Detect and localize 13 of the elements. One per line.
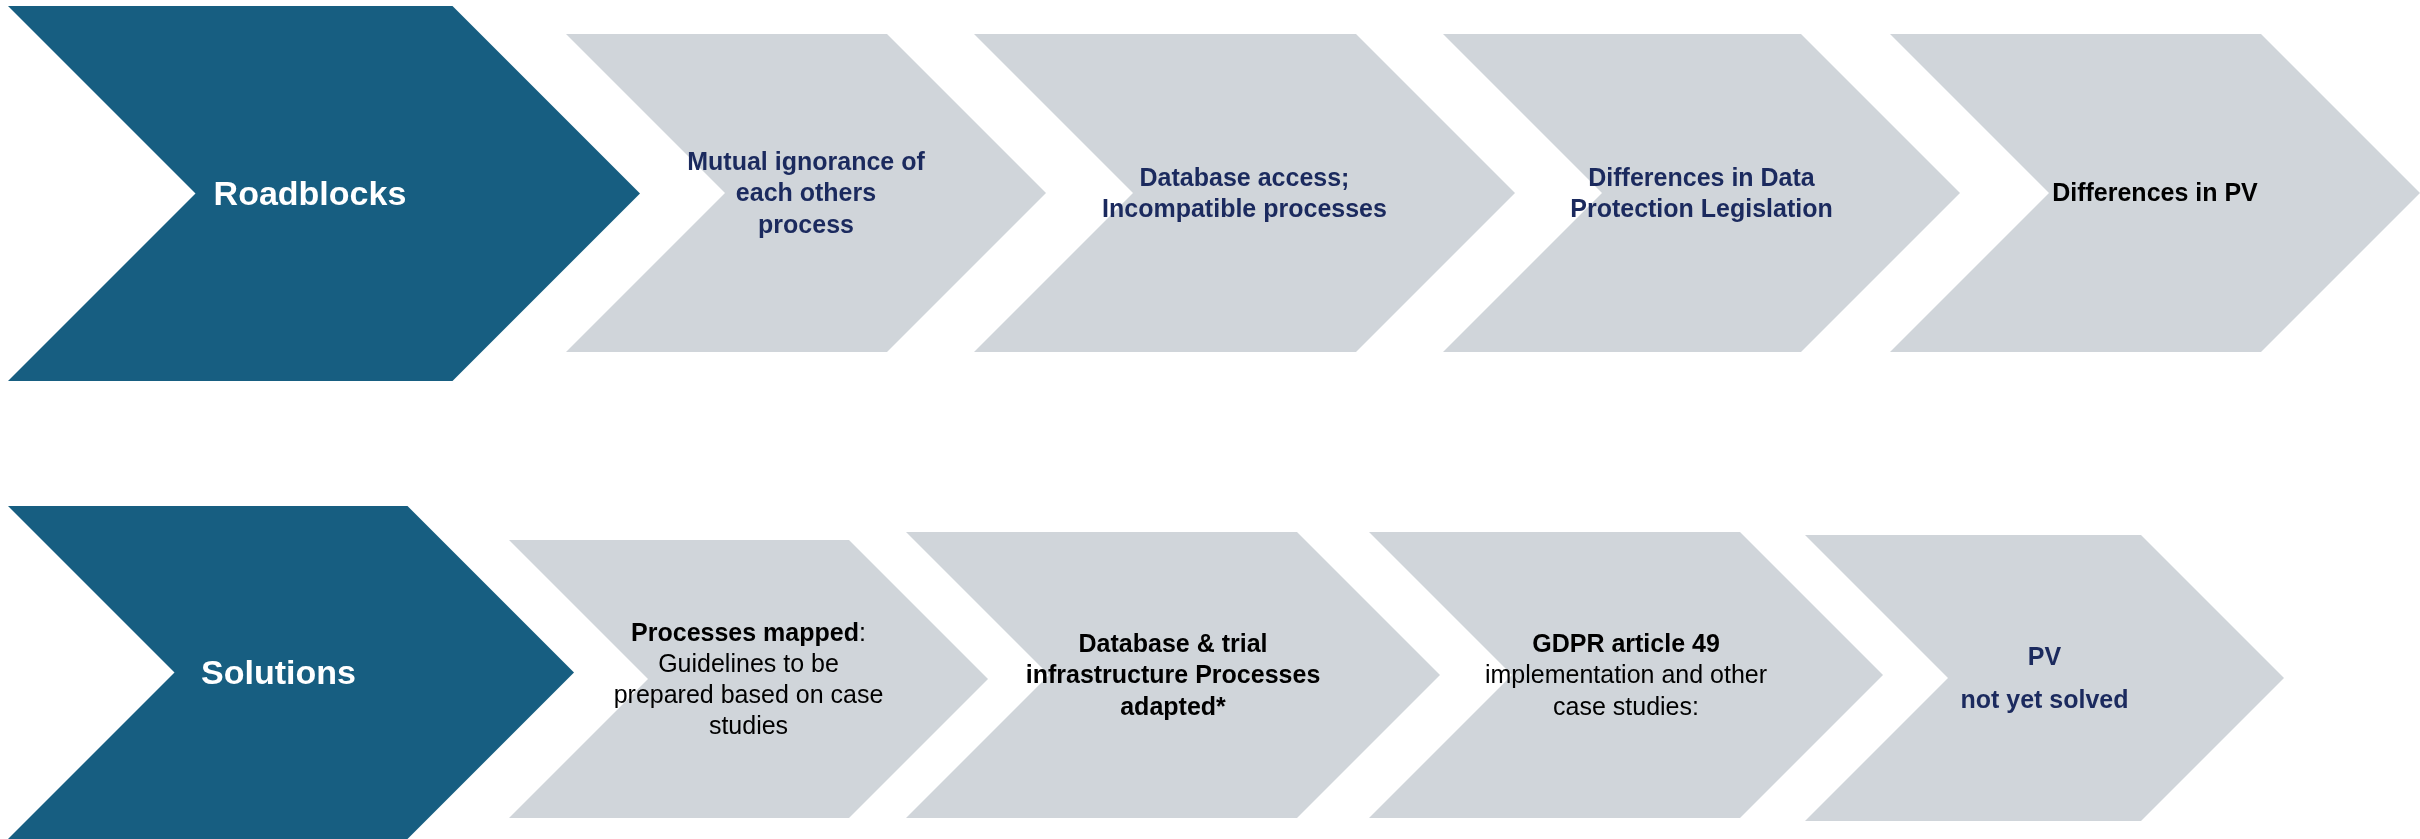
- row-heading: Roadblocks: [213, 173, 407, 215]
- step-label: Guidelines to be prepared based on case studies: [613, 647, 884, 742]
- step-label: Database access; Incompatible processes: [1101, 161, 1388, 224]
- step-label: Differences in Data Protection Legislation: [1569, 161, 1834, 224]
- step-label: not yet solved: [1960, 684, 2129, 715]
- step-label: PV: [2027, 640, 2062, 672]
- step-label: implementation and other case studies:: [1483, 659, 1769, 722]
- row-heading: Solutions: [201, 652, 356, 694]
- step-label: Differences in PV: [2052, 177, 2258, 209]
- step-label: Mutual ignorance of each others process: [686, 146, 926, 240]
- step-label: Database & trial infrastructure Processes adapted*: [1024, 628, 1322, 722]
- step-label: GDPR article 49: [1532, 628, 1720, 660]
- step-label: Processes mapped:: [631, 616, 866, 648]
